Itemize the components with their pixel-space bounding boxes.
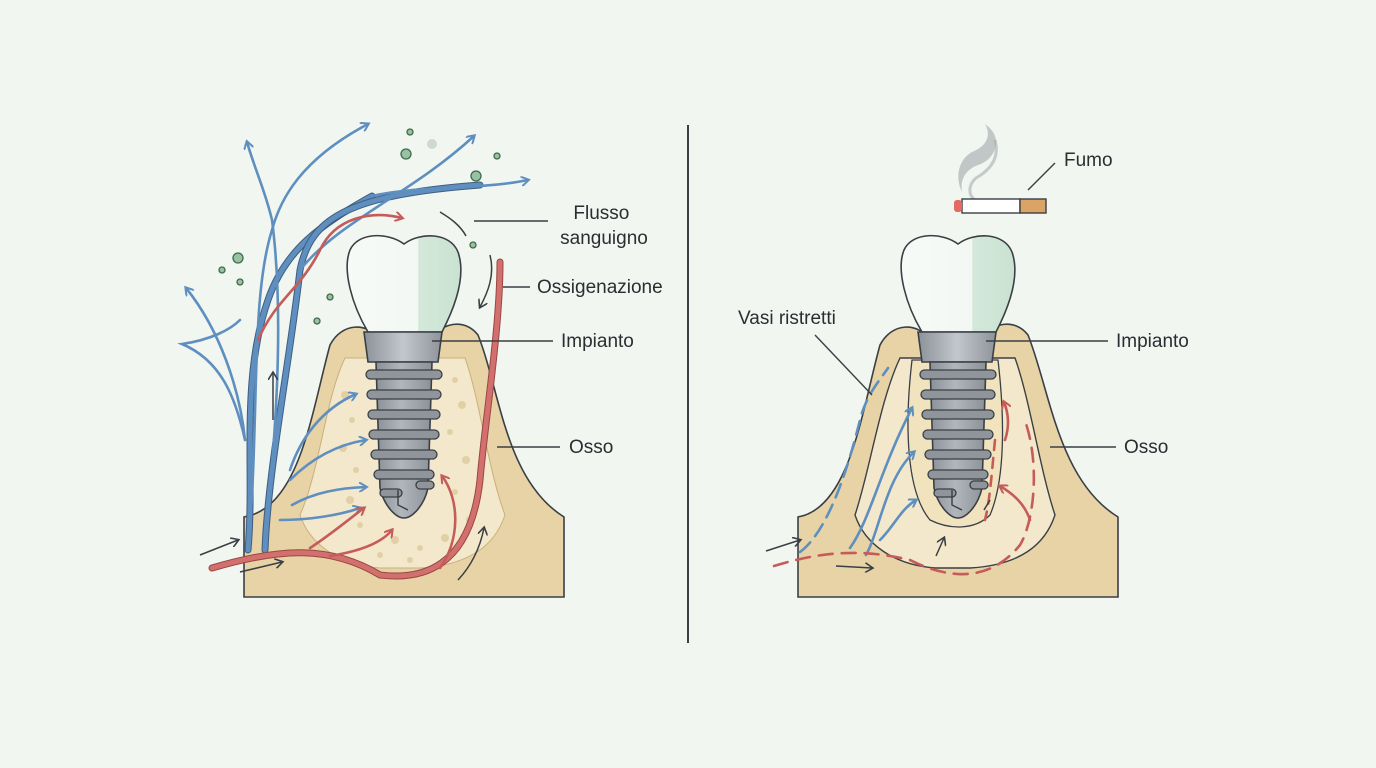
arrow-icon bbox=[835, 566, 872, 568]
arrow-icon bbox=[308, 508, 364, 550]
label-bone-left: Osso bbox=[569, 437, 613, 458]
arrow-icon bbox=[288, 394, 356, 472]
arrow-icon bbox=[290, 487, 366, 507]
arrow-icon bbox=[370, 180, 528, 198]
smoke-icon-trail bbox=[968, 139, 998, 202]
label-narrowed-vessels: Vasi ristretti bbox=[738, 308, 836, 329]
label-smoke: Fumo bbox=[1064, 150, 1113, 171]
label-implant-right: Impianto bbox=[1116, 331, 1189, 352]
implant-threads bbox=[919, 369, 997, 498]
label-implant-left: Impianto bbox=[561, 331, 634, 352]
tooth-icon bbox=[900, 234, 1016, 333]
arrow-icon bbox=[1004, 402, 1008, 442]
arrow-icon bbox=[288, 440, 366, 482]
implant-abutment bbox=[363, 331, 443, 363]
arrow-icon bbox=[864, 452, 914, 557]
arrow-icon bbox=[438, 476, 457, 570]
tooth-icon bbox=[346, 234, 462, 333]
implant-slot bbox=[951, 490, 963, 511]
flow-arrows bbox=[199, 211, 493, 581]
arrow-icon bbox=[186, 288, 247, 442]
blood-vessels-blue-thin bbox=[177, 124, 528, 552]
arrow-icon bbox=[246, 124, 368, 552]
right-panel-smoking: Fumo Vasi ristretti Impianto Osso bbox=[738, 124, 1189, 598]
implant-abutment bbox=[917, 331, 997, 363]
smoke-icon bbox=[958, 124, 997, 192]
left-panel-healthy: Flusso sanguigno Ossigenazione Impianto … bbox=[177, 124, 663, 598]
implant-slot bbox=[397, 490, 409, 511]
arrow-icon bbox=[878, 500, 916, 542]
arrow-icon bbox=[298, 136, 474, 272]
arrow-icon bbox=[1000, 486, 1032, 522]
label-oxygenation: Ossigenazione bbox=[537, 277, 663, 298]
arrow-icon bbox=[278, 508, 360, 522]
narrowed-vessels-red bbox=[772, 402, 1036, 576]
label-bone-right: Osso bbox=[1124, 437, 1168, 458]
arrow-icon bbox=[239, 562, 282, 573]
leader-smoke bbox=[1027, 162, 1056, 191]
arrow-icon bbox=[457, 528, 484, 581]
oxygen-bubbles bbox=[218, 128, 501, 325]
arrow-icon bbox=[328, 530, 392, 558]
arrow-icon bbox=[848, 408, 912, 550]
arrow-icon bbox=[480, 254, 493, 307]
arrow-icon bbox=[199, 540, 238, 556]
narrowed-vessels-blue bbox=[798, 366, 916, 557]
blood-vessels-red-thin bbox=[256, 215, 457, 570]
arrow-icon bbox=[765, 540, 800, 552]
arrow-icon bbox=[247, 142, 280, 552]
flow-arrows bbox=[765, 499, 991, 568]
arrow-icon bbox=[177, 318, 247, 442]
arrow-icon bbox=[256, 215, 402, 342]
leader-narrowed-vessels bbox=[814, 334, 873, 396]
cigarette-icon bbox=[954, 198, 1047, 214]
label-blood-flow: Flusso sanguigno bbox=[560, 203, 648, 249]
arrow-icon bbox=[935, 538, 944, 557]
implant-threads bbox=[365, 369, 443, 498]
oxygen-bubble-faint bbox=[427, 139, 437, 149]
